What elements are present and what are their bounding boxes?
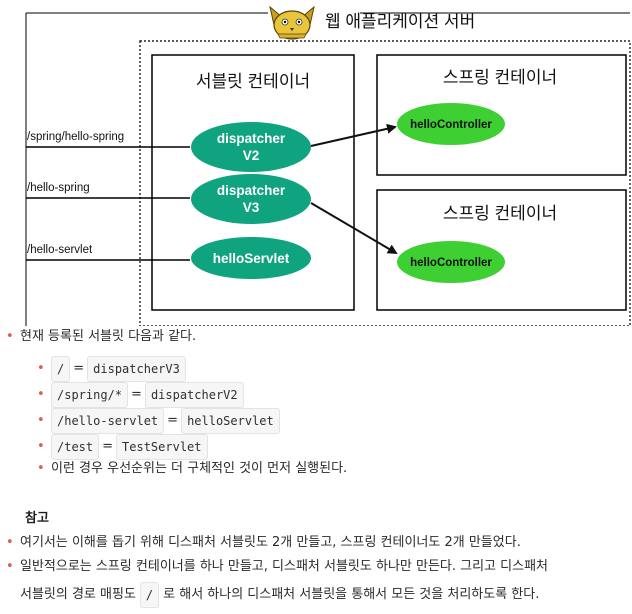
mapping-item: • /hello-servlet = helloServlet [37,408,280,434]
mapping-item: • /test = TestServlet [37,434,208,460]
equals-sign: = [102,439,114,454]
bullet-dot-icon: • [37,387,45,402]
mapping-servlet: dispatcherV3 [87,356,186,382]
reference-text-3b: 로 해서 하나의 디스패처 서블릿을 통해서 모든 것을 처리하도록 한다. [163,587,540,602]
spring-container-label-2: 스프링 컨테이너 [443,204,557,223]
reference-text-1: 여기서는 이해를 돕기 위해 디스패처 서블릿도 2개 만들고, 스프링 컨테이… [20,535,521,550]
equals-sign: = [131,387,142,402]
bullet-dot-icon: • [37,361,45,376]
reference-text-2a: 일반적으로는 스프링 컨테이너를 하나 만들고, 디스패처 서블릿도 하나만 만… [20,559,548,574]
bullet-dot-icon: • [6,329,14,344]
reference-title: 참고 [25,511,49,526]
priority-note-text: 이런 경우 우선순위는 더 구체적인 것이 먼저 실행된다. [51,461,348,476]
mapping-path: /spring/* [51,382,129,408]
intro-text: 현재 등록된 서블릿 다음과 같다. [20,329,197,344]
bullet-dot-icon: • [6,535,14,550]
mapping-path: / [51,356,71,382]
reference-root-path: / [139,582,160,608]
hello-servlet-node [191,237,311,279]
spring-container-label-1: 스프링 컨테이너 [443,68,557,87]
path-label-hello-servlet: /hello-servlet [27,244,93,256]
reference-text-3a: 서블릿의 경로 매핑도 [20,587,136,602]
mapping-path: /test [51,434,100,460]
mapping-servlet: dispatcherV2 [144,382,244,408]
dispatcher-v2-line2: V2 [243,148,260,163]
tomcat-cat-icon [269,5,315,40]
path-label-hello-spring: /hello-spring [27,182,90,194]
dispatcher-v3-line2: V3 [243,200,260,215]
mapping-item: • / = dispatcherV3 [37,356,186,382]
mapping-servlet: helloServlet [181,408,280,434]
mapping-servlet: TestServlet [116,434,208,460]
hello-controller-node-1 [397,103,505,145]
arrow-v3-to-controller [310,202,398,255]
dotted-app-boundary [139,40,631,326]
dispatcher-v2-line1: dispatcher [217,131,286,146]
arrow-v2-to-controller [310,123,397,147]
dispatcher-v2-node [191,122,311,172]
mapping-path: /hello-servlet [51,408,165,434]
bullet-dot-icon: • [37,461,45,476]
hello-controller-node-2 [397,241,505,283]
path-label-spring-hello: /spring/hello-spring [27,131,124,143]
reference-item-2-continued: 서블릿의 경로 매핑도 / 로 해서 하나의 디스패처 서블릿을 통해서 모든 … [20,582,539,608]
bullet-dot-icon: • [37,413,45,428]
architecture-diagram: 웹 애플리케이션 서버 서블릿 컨테이너 스프링 컨테이너 스프링 컨테이너 /… [25,5,631,326]
equals-sign: = [167,413,179,428]
priority-note-item: • 이런 경우 우선순위는 더 구체적인 것이 먼저 실행된다. [37,458,347,480]
dispatcher-v3-line1: dispatcher [217,183,286,198]
reference-item-2: • 일반적으로는 스프링 컨테이너를 하나 만들고, 디스패처 서블릿도 하나만… [6,556,548,578]
intro-item: • 현재 등록된 서블릿 다음과 같다. [6,326,196,348]
mapping-item: • /spring/* = dispatcherV2 [37,382,244,408]
servlet-container-label: 서블릿 컨테이너 [196,72,310,91]
hello-controller-label-2: helloController [410,257,492,269]
reference-item-1: • 여기서는 이해를 돕기 위해 디스패처 서블릿도 2개 만들고, 스프링 컨… [6,532,521,554]
diagram-title: 웹 애플리케이션 서버 [325,12,475,31]
bullet-dot-icon: • [37,439,45,454]
equals-sign: = [73,361,85,376]
hello-controller-label-1: helloController [410,119,492,131]
bullet-dot-icon: • [6,559,14,574]
hello-servlet-label: helloServlet [213,251,290,266]
dispatcher-v3-node [191,174,311,224]
